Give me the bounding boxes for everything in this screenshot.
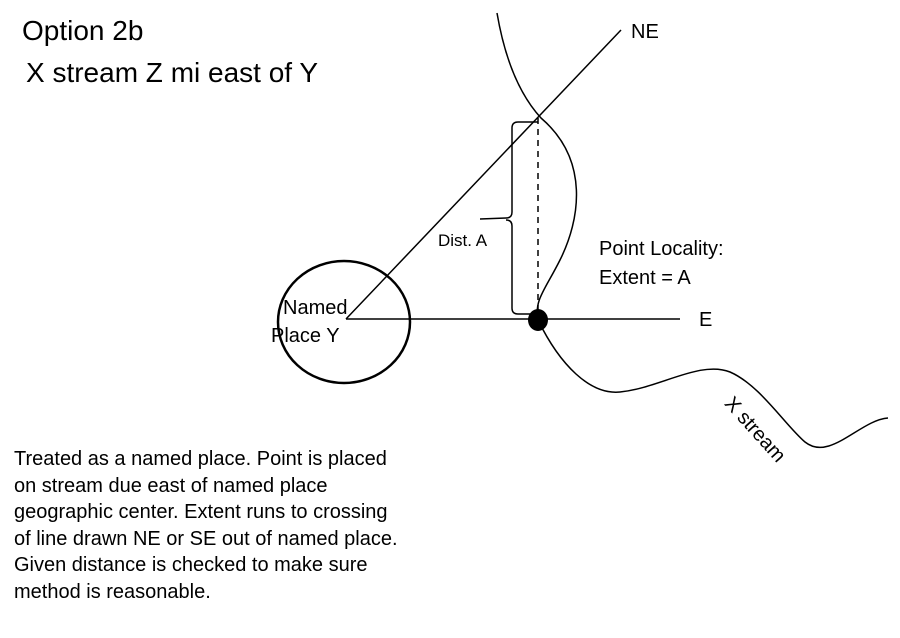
slide-subtitle: X stream Z mi east of Y [26,57,319,88]
description-text: Treated as a named place. Point is place… [14,446,474,605]
description-line: of line drawn NE or SE out of named plac… [14,527,398,550]
description-line: Given distance is checked to make sure [14,554,368,576]
slide-title: Option 2b [22,15,144,46]
point-locality-label-line2: Extent = A [599,267,691,289]
named-place-label-line1: Named [283,297,348,319]
point-locality-label-line1: Point Locality: [599,238,724,260]
distance-label: Dist. A [438,231,488,250]
description-line: geographic center. Extent runs to crossi… [14,501,388,523]
ne-line [345,29,622,320]
stream-curve [496,12,889,449]
description-line: on stream due east of named place [14,474,328,497]
named-place-ellipse [276,259,412,385]
named-place-label-line2: Place Y [271,325,340,347]
e-label: E [699,309,713,331]
distance-brace [479,121,538,315]
ne-label: NE [631,21,659,43]
description-line: method is reasonable. [14,580,211,603]
point-locality-dot [528,309,548,331]
description-line: Treated as a named place. Point is place… [14,448,387,470]
